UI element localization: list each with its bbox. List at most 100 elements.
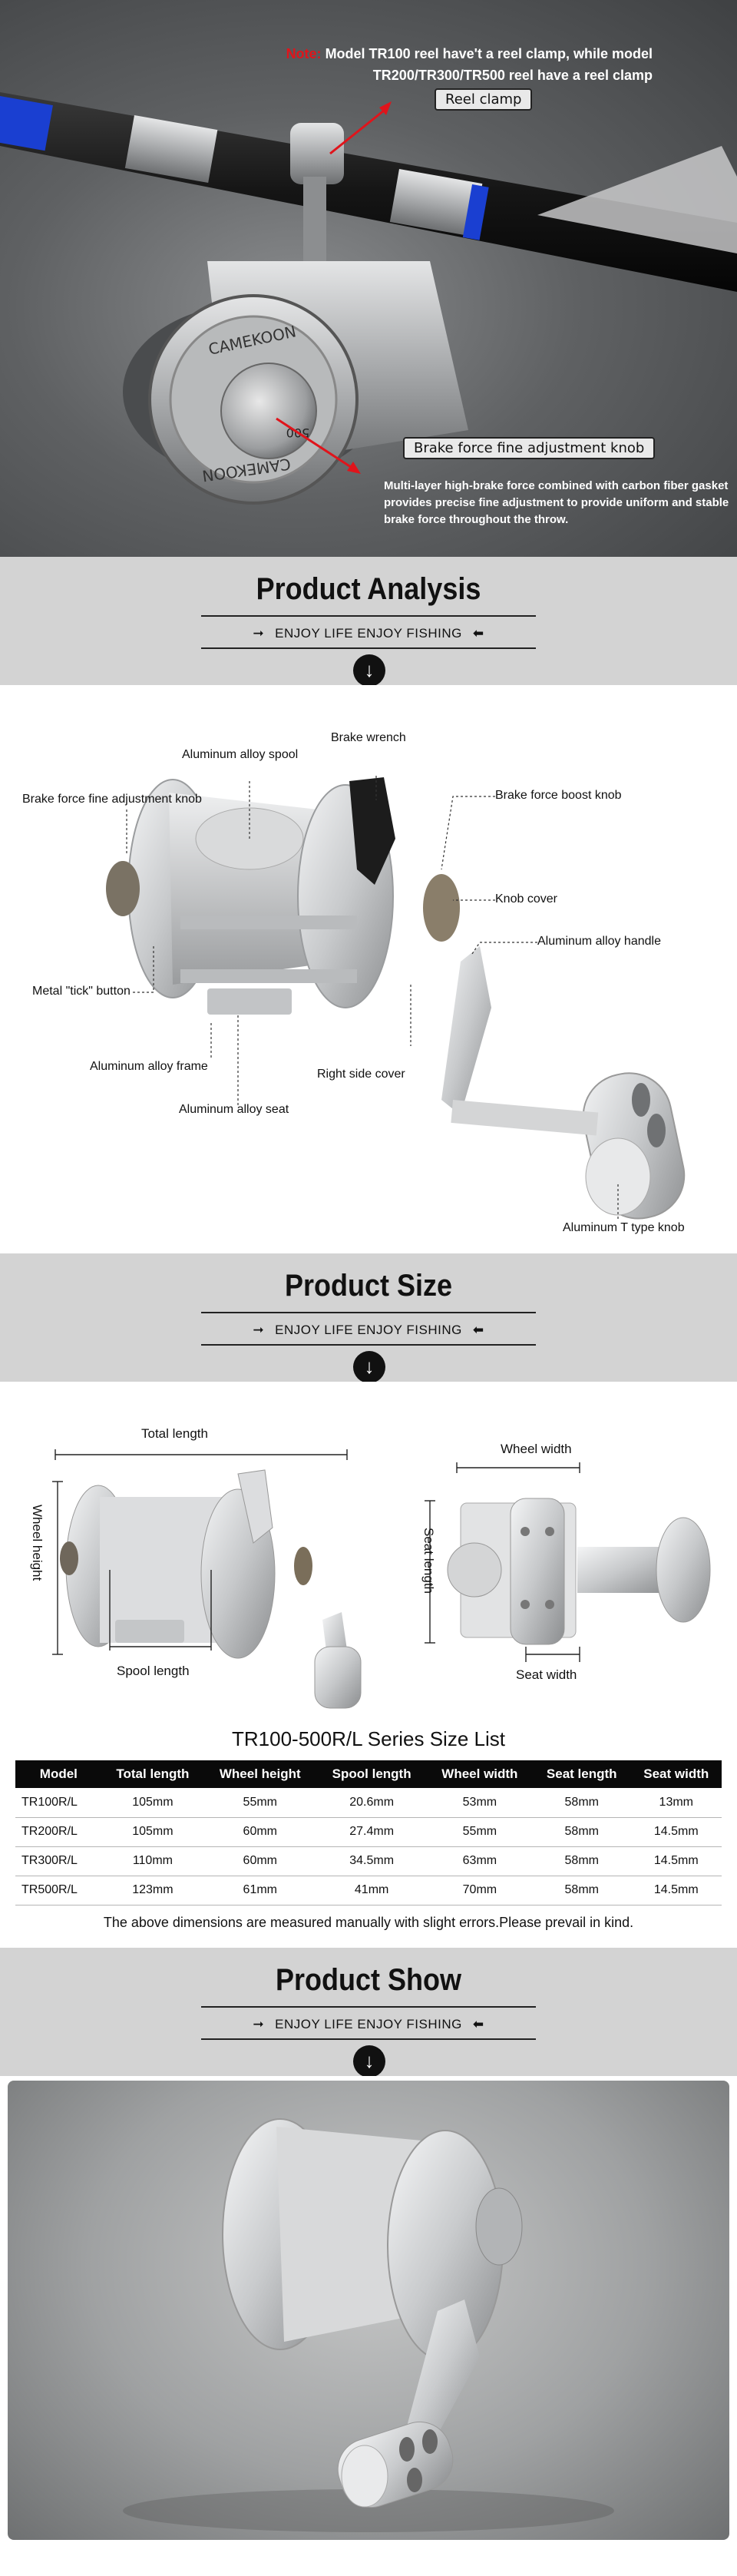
- table-cell: TR200R/L: [15, 1817, 102, 1847]
- label-alloy-spool: Aluminum alloy spool: [182, 748, 299, 761]
- down-arrow-icon: ↓: [353, 654, 385, 687]
- table-header: Wheel width: [426, 1760, 533, 1788]
- table-header: Seat length: [532, 1760, 631, 1788]
- label-knob-cover: Knob cover: [495, 892, 557, 906]
- table-cell: 41mm: [316, 1876, 427, 1906]
- size-table-title: TR100-500R/L Series Size List: [232, 1727, 505, 1750]
- left-arrow-icon: ⬅: [472, 626, 484, 641]
- dim-wheel-width: Wheel width: [501, 1442, 572, 1456]
- analysis-reel-illustration: [106, 776, 686, 1220]
- table-cell: 58mm: [532, 1817, 631, 1847]
- label-fine-adjust-knob: Brake force fine adjustment knob: [22, 793, 202, 806]
- down-arrow-icon: ↓: [353, 1351, 385, 1383]
- table-cell: 13mm: [630, 1788, 722, 1818]
- table-row: TR100R/L 105mm 55mm 20.6mm 53mm 58mm 13m…: [15, 1788, 722, 1818]
- table-cell: 105mm: [101, 1817, 204, 1847]
- left-arrow-icon: ⬅: [472, 2016, 484, 2031]
- table-cell: TR500R/L: [15, 1876, 102, 1906]
- subtitle-text: ENJOY LIFE ENJOY FISHING: [275, 1323, 462, 1337]
- table-header: Wheel height: [203, 1760, 317, 1788]
- show-reel-illustration: [123, 2117, 614, 2532]
- table-cell: 58mm: [532, 1876, 631, 1906]
- table-cell: 27.4mm: [316, 1817, 427, 1847]
- table-header: Spool length: [316, 1760, 427, 1788]
- table-cell: 63mm: [426, 1846, 533, 1876]
- table-cell: 14.5mm: [630, 1846, 722, 1876]
- table-cell: 14.5mm: [630, 1817, 722, 1847]
- table-row: TR500R/L 123mm 61mm 41mm 70mm 58mm 14.5m…: [15, 1876, 722, 1906]
- table-cell: 123mm: [101, 1876, 204, 1906]
- section-subtitle: ➞ ENJOY LIFE ENJOY FISHING ⬅: [0, 1323, 737, 1338]
- right-arrow-icon: ➞: [253, 626, 265, 641]
- hero-reel-illustration: CAMEKOON CAMEKOON 500: [0, 92, 737, 505]
- table-header: Model: [15, 1760, 102, 1788]
- show-section-header: Product Show ➞ENJOY LIFE ENJOY FISHING⬅ …: [0, 1947, 737, 2078]
- section-subtitle: ➞ ENJOY LIFE ENJOY FISHING ⬅: [0, 2017, 737, 2032]
- subtitle-text: ENJOY LIFE ENJOY FISHING: [275, 626, 462, 641]
- subtitle-divider: [201, 647, 536, 649]
- measurement-disclaimer: The above dimensions are measured manual…: [103, 1914, 634, 1930]
- table-cell: 58mm: [532, 1788, 631, 1818]
- brake-description: Multi-layer high-brake force combined wi…: [384, 479, 729, 526]
- section-subtitle: ➞ ENJOY LIFE ENJOY FISHING ⬅: [0, 626, 737, 641]
- right-arrow-icon: ➞: [253, 2016, 265, 2031]
- label-brake-wrench: Brake wrench: [331, 731, 406, 744]
- hero-reel-photo: CAMEKOON CAMEKOON 500 Note: Model TR100 …: [0, 0, 737, 557]
- size-table-section: TR100-500R/L Series Size List Model Tota…: [0, 1727, 737, 1931]
- label-boost-knob: Brake force boost knob: [495, 789, 622, 802]
- table-cell: 70mm: [426, 1876, 533, 1906]
- table-cell: 105mm: [101, 1788, 204, 1818]
- right-arrow-icon: ➞: [253, 1323, 265, 1337]
- table-cell: 20.6mm: [316, 1788, 427, 1818]
- size-title: Product Size: [284, 1269, 453, 1303]
- subtitle-text: ENJOY LIFE ENJOY FISHING: [275, 2016, 462, 2031]
- size-diagrams: [52, 1449, 711, 1709]
- table-cell: 14.5mm: [630, 1876, 722, 1906]
- table-cell: TR100R/L: [15, 1788, 102, 1818]
- title-divider: [201, 615, 536, 617]
- reel-clamp-note: Note: Model TR100 reel have't a reel cla…: [286, 43, 653, 86]
- label-t-knob: Aluminum T type knob: [563, 1221, 685, 1234]
- table-row: TR300R/L 110mm 60mm 34.5mm 63mm 58mm 14.…: [15, 1846, 722, 1876]
- dim-seat-width: Seat width: [516, 1667, 577, 1682]
- note-line1: Model TR100 reel have't a reel clamp, wh…: [321, 46, 653, 61]
- table-row: TR200R/L 105mm 60mm 27.4mm 55mm 58mm 14.…: [15, 1817, 722, 1847]
- brake-knob-tag: Brake force fine adjustment knob: [403, 437, 656, 459]
- product-show: [0, 2075, 737, 2541]
- label-tick-button: Metal "tick" button: [32, 985, 131, 998]
- table-cell: 110mm: [101, 1846, 204, 1876]
- table-cell: 53mm: [426, 1788, 533, 1818]
- label-alloy-frame: Aluminum alloy frame: [90, 1060, 208, 1073]
- label-right-side-cover: Right side cover: [317, 1068, 405, 1081]
- down-arrow-icon: ↓: [353, 2045, 385, 2078]
- show-title: Product Show: [275, 1962, 461, 1997]
- table-header: Seat width: [630, 1760, 722, 1788]
- analysis-title: Product Analysis: [256, 572, 481, 606]
- left-arrow-icon: ⬅: [472, 1323, 484, 1337]
- table-cell: 58mm: [532, 1846, 631, 1876]
- dim-wheel-height: Wheel height: [30, 1505, 45, 1581]
- label-alloy-seat: Aluminum alloy seat: [179, 1103, 289, 1116]
- table-cell: 61mm: [203, 1876, 317, 1906]
- subtitle-divider: [201, 2038, 536, 2040]
- product-size: Total length Wheel height Spool length W…: [0, 1382, 737, 1727]
- dim-seat-length: Seat length: [421, 1528, 436, 1594]
- table-cell: 55mm: [426, 1817, 533, 1847]
- reel-clamp-tag: Reel clamp: [435, 88, 533, 111]
- size-table: Model Total length Wheel height Spool le…: [15, 1760, 722, 1906]
- note-prefix: Note:: [286, 46, 322, 61]
- subtitle-divider: [201, 1344, 536, 1346]
- table-cell: TR300R/L: [15, 1846, 102, 1876]
- title-divider: [201, 1312, 536, 1313]
- analysis-section-header: Product Analysis ➞ ENJOY LIFE ENJOY FISHI…: [0, 557, 737, 687]
- dim-total-length: Total length: [141, 1426, 208, 1441]
- note-line2: TR200/TR300/TR500 reel have a reel clamp: [372, 68, 653, 83]
- dim-spool-length: Spool length: [117, 1664, 190, 1678]
- table-cell: 34.5mm: [316, 1846, 427, 1876]
- title-divider: [201, 2005, 536, 2008]
- size-section-header: Product Size ➞ENJOY LIFE ENJOY FISHING⬅ …: [0, 1253, 737, 1383]
- table-cell: 60mm: [203, 1817, 317, 1847]
- product-analysis: Brake wrench Aluminum alloy spool Brake …: [0, 685, 737, 1253]
- label-alloy-handle: Aluminum alloy handle: [537, 935, 661, 948]
